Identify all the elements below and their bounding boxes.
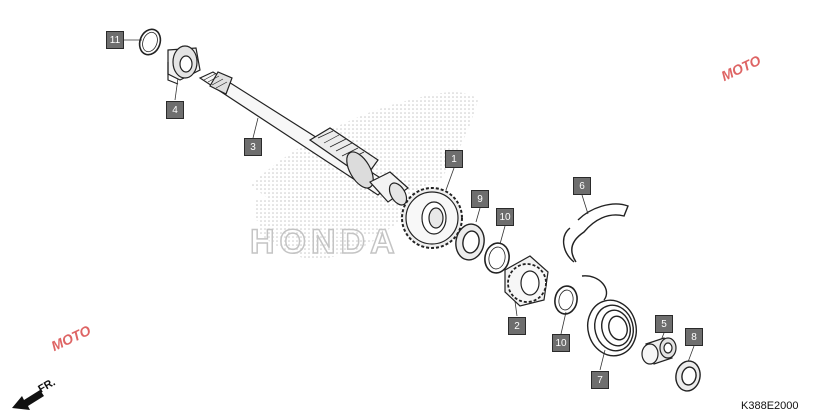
spacer-5 <box>641 337 677 365</box>
washer-8 <box>675 360 701 392</box>
ratchet-2 <box>504 255 549 307</box>
callout-10-upper[interactable]: 10 <box>496 208 514 226</box>
clip-6 <box>563 203 629 263</box>
callout-7[interactable]: 7 <box>591 371 609 389</box>
collar-4 <box>167 45 201 85</box>
callout-9[interactable]: 9 <box>471 190 489 208</box>
snap-ring-10-lower <box>554 285 578 315</box>
gear-1 <box>401 187 463 249</box>
callout-8[interactable]: 8 <box>685 328 703 346</box>
diagram-part-code: K388E2000 <box>741 400 799 412</box>
callout-10-lower[interactable]: 10 <box>552 334 570 352</box>
washer-9 <box>455 223 485 261</box>
front-arrow-icon <box>12 390 44 410</box>
callout-5[interactable]: 5 <box>655 315 673 333</box>
honda-wordmark: HONDA <box>250 223 400 261</box>
callout-6[interactable]: 6 <box>573 177 591 195</box>
spindle-3 <box>198 71 409 206</box>
spring-7 <box>581 275 637 357</box>
callout-2[interactable]: 2 <box>508 317 526 335</box>
callout-11[interactable]: 11 <box>106 31 124 49</box>
callout-3[interactable]: 3 <box>244 138 262 156</box>
snap-ring-11 <box>138 28 162 56</box>
callout-1[interactable]: 1 <box>445 150 463 168</box>
snap-ring-10-upper <box>484 242 510 274</box>
callout-4[interactable]: 4 <box>166 101 184 119</box>
front-direction-indicator: FR. <box>8 376 68 414</box>
